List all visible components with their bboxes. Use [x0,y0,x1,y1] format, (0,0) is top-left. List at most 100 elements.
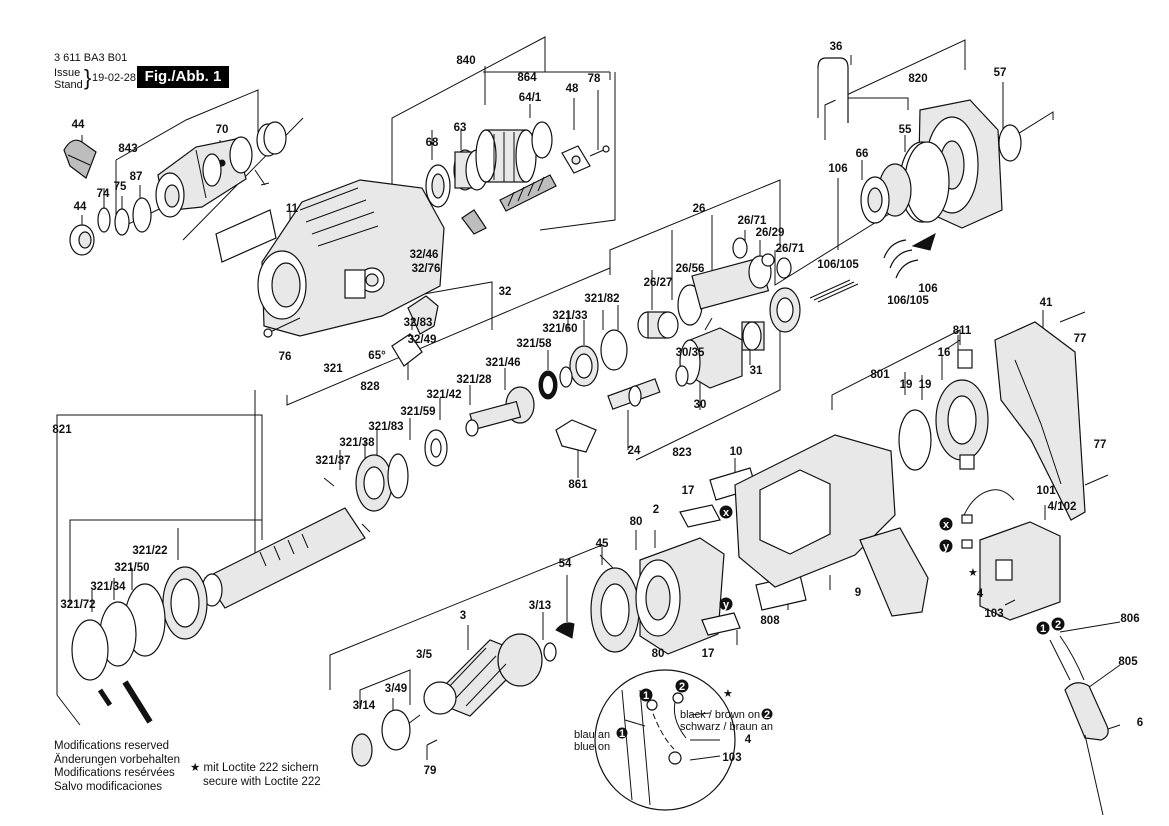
callout-label: 26 [693,203,706,215]
callout-label: 321/72 [60,599,95,611]
part-811 [957,349,973,369]
callout-label: 54 [559,558,572,570]
callout-label: 9 [855,587,861,599]
part-321-piston [424,386,535,467]
callout-label: 106 [828,163,847,175]
callout-label: 843 [118,143,137,155]
note-line: Modifications resérvées [54,767,175,779]
brace: } [84,65,92,90]
callout-label: 321/22 [132,545,167,557]
part-16-brushplate [935,379,989,461]
part-32-83 [391,333,423,367]
part-17-brush-bottom [701,612,741,636]
callout-label: 321/38 [339,437,375,449]
part-44-nut [69,224,95,256]
wire-markers: 1 2 1 2 x y x y 1 2 ★ ★ [616,505,1065,740]
callout-label: 861 [568,479,588,491]
callout-label: 4 [745,734,752,746]
callout-label: 806 [1120,613,1139,625]
part-864-cylinder [475,129,537,183]
callout-label: 32 [499,286,512,298]
callout-label: 3/13 [529,600,551,612]
marker-y-brush: y [723,599,730,611]
callout-label: 48 [566,83,579,95]
callout-label: 79 [424,765,437,777]
callout-label: 4/102 [1048,501,1077,513]
part-321-60-ring [559,366,573,388]
part-87-ring [132,197,152,233]
callout-label: 19 [919,379,932,391]
callout-label: 74 [97,188,110,200]
callout-label: 32/83 [404,317,433,329]
arrow-marker [911,232,936,251]
callout-label: 66 [856,148,869,160]
figure-label: Fig./Abb. 1 [137,66,229,88]
note-line: Änderungen vorbehalten [54,753,180,766]
callout-label: 26/71 [776,243,805,255]
callout-label: 31 [750,365,763,377]
callout-label: 44 [74,201,87,213]
part-76-screw [267,317,301,334]
callout-label: 26/56 [676,263,705,275]
callout-label: 106/105 [817,259,859,271]
callout-label: 820 [908,73,927,85]
callout-label: 32/76 [412,263,441,275]
part-11-label [215,209,277,263]
callout-label: 321 [323,363,343,375]
callout-label: 65° [368,350,386,362]
part-lever-bar [97,688,113,707]
callout-label: 17 [682,485,695,497]
callout-label: 3/14 [353,700,376,712]
loctite-note: ★ mit Loctite 222 sichern secure with Lo… [190,762,321,789]
wiring-black-de: schwarz / braun an [680,721,773,733]
marker-2-cord: 2 [1055,619,1061,631]
callout-label: 77 [1094,439,1107,451]
part-106-105-spring [809,279,859,303]
callout-label: 840 [456,55,475,67]
modification-notes: Modifications reserved Änderungen vorbeh… [54,740,180,794]
part-2-stator [635,537,725,655]
part-30-bearing [675,317,743,389]
part-75-washer [114,208,130,236]
callout-label: 26/29 [756,227,785,239]
part-3-13-bearing [543,642,557,662]
callout-label: 3 [460,610,466,622]
part-54-fan [555,622,575,639]
callout-label: 101 [1036,485,1056,497]
part-44-clip [63,139,97,179]
callout-label: 321/46 [485,357,520,369]
callout-label: 321/28 [456,374,492,386]
part-32-knob [407,295,439,335]
part-321-37-pin [323,477,335,487]
callout-label: 3/49 [385,683,407,695]
callout-label: 32/46 [410,249,439,261]
part-24-shaft [555,378,661,453]
part-ring-2 [229,136,253,174]
callout-label: 30/35 [676,347,705,359]
part-321-83-ring [387,453,409,499]
part-106-spring [883,239,907,259]
callout-label: 16 [938,347,951,359]
callout-label: 828 [360,381,380,393]
part-57-ring [998,124,1022,162]
loctite-de: mit Loctite 222 sichern [203,762,319,774]
part-79-screw [426,739,438,746]
callout-label: 41 [1040,297,1053,309]
part-861 [555,419,597,453]
wiring-inset [594,669,736,811]
callout-label: 821 [52,424,72,436]
marker-2-black: 2 [764,709,770,721]
part-805-cord [1049,635,1109,816]
loctite-en: secure with Loctite 222 [203,775,321,788]
part-66-clutch [860,163,912,224]
parts [63,57,1109,816]
callout-label: 78 [588,73,601,85]
part-321-82-ring [600,329,628,371]
part-843-cap [155,138,247,218]
callout-label: 3/5 [416,649,433,661]
part-26-group [637,237,792,339]
callout-label: 103 [722,752,741,764]
part-103-screw [1004,599,1016,606]
callout-label: 68 [426,137,439,149]
